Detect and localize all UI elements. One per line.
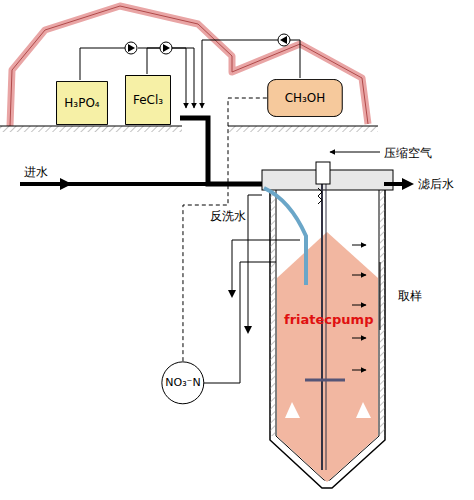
inlet-arrow [60,178,72,190]
dose-arrow [194,98,195,108]
inlet-pipe [180,118,262,184]
ground [228,126,378,132]
sampling-label: 取样 [398,288,422,305]
sampling-ports [352,245,380,370]
dose-arrow [186,98,187,108]
inlet-riser [264,188,306,285]
air-label: 压缩空气 [384,145,432,162]
sample-line [200,262,276,383]
air-valve [316,162,330,184]
media-void [285,402,371,418]
node-text: NO₃⁻N [165,376,200,389]
inlet-label: 进水 [24,164,48,181]
backwash-arrow [244,326,252,334]
pump [125,42,137,54]
roof [10,6,368,126]
dosing-pipe [80,48,125,80]
node-text: H₃PO₄ [64,96,99,110]
dose-arrow [202,98,203,108]
backwash-label: 反洗水 [210,208,246,225]
wall-hatch [270,178,276,436]
distributor [305,379,345,382]
pump [160,42,172,54]
dosing-pipe [172,48,186,98]
methanol-tank: CH₃OH [267,79,343,117]
tank-wall [270,178,385,488]
filter-media [277,232,378,482]
chemical-tank: FeCl₃ [125,75,171,125]
ground-line [228,126,378,127]
air-arrow [330,152,380,153]
chemical-tank: H₃PO₄ [56,81,108,125]
backwash-pipe [232,240,300,292]
pump [278,34,290,46]
node-text: CH₃OH [285,91,326,105]
node-text: FeCl₃ [133,93,163,107]
ground [0,126,182,132]
nitrate-analyzer: NO₃⁻N [161,361,205,405]
wall-hatch [379,178,385,436]
ground-line [0,126,182,127]
outlet-label: 滤后水 [418,176,454,193]
watermark: friatecpump [284,312,373,327]
inlet-pipe [20,182,210,186]
spring [318,188,322,204]
roof-edge [10,6,368,126]
dosing-pipe [147,48,160,74]
control-line [183,98,267,361]
backwash-arrow [228,290,236,298]
outlet-arrow [402,178,414,190]
outlet-pipe [384,182,404,186]
